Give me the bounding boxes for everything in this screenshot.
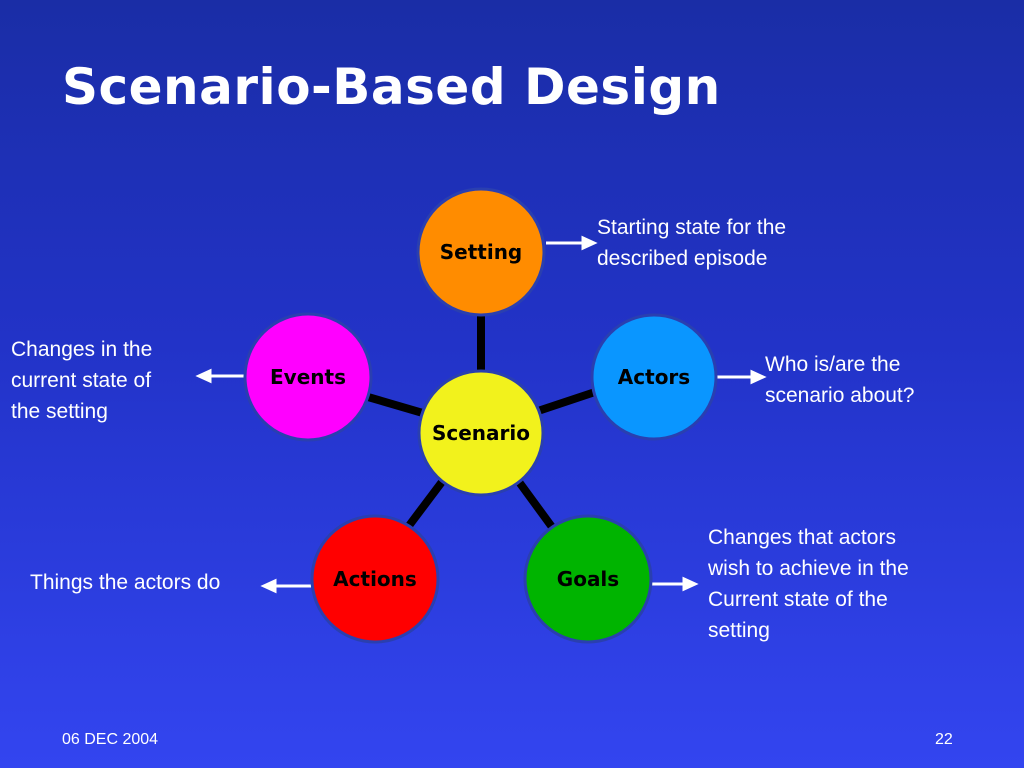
note-events: Changes in the current state of the sett… — [11, 334, 152, 427]
note-line: setting — [708, 619, 770, 642]
note-line: wish to achieve in the — [708, 557, 909, 580]
node-scenario-label: Scenario — [432, 421, 530, 445]
arrow-events — [195, 368, 245, 384]
note-line: current state of — [11, 369, 152, 392]
arrow-setting — [546, 235, 598, 251]
note-line: Changes that actors — [708, 526, 896, 549]
node-goals-label: Goals — [557, 567, 619, 591]
note-line: Changes in the — [11, 338, 153, 361]
note-line: Who is/are the — [765, 353, 901, 376]
note-goals: Changes that actors wish to achieve in t… — [708, 522, 909, 646]
node-actions-label: Actions — [333, 567, 417, 591]
node-setting-label: Setting — [440, 240, 523, 264]
note-line: the setting — [11, 400, 108, 423]
node-actions: Actions — [310, 514, 440, 644]
arrow-actions — [260, 578, 311, 594]
node-events: Events — [243, 312, 373, 442]
arrow-goals — [651, 576, 699, 592]
note-actors: Who is/are the scenario about? — [765, 349, 914, 411]
note-line: described episode — [597, 247, 768, 270]
arrow-actors — [716, 369, 767, 385]
note-line: Current state of the — [708, 588, 888, 611]
note-line: Things the actors do — [30, 571, 221, 594]
note-line: scenario about? — [765, 384, 915, 407]
node-scenario: Scenario — [417, 369, 545, 497]
node-goals: Goals — [523, 514, 653, 644]
slide-title: Scenario-Based Design — [62, 58, 721, 116]
note-actions: Things the actors do — [30, 567, 220, 598]
node-actors: Actors — [590, 313, 718, 441]
node-events-label: Events — [270, 365, 346, 389]
note-line: Starting state for the — [597, 216, 787, 239]
node-actors-label: Actors — [618, 365, 690, 389]
note-setting: Starting state for the described episode — [597, 212, 786, 274]
node-setting: Setting — [416, 187, 546, 317]
slide-date: 06 DEC 2004 — [62, 731, 159, 748]
slide-page-number: 22 — [935, 731, 953, 748]
